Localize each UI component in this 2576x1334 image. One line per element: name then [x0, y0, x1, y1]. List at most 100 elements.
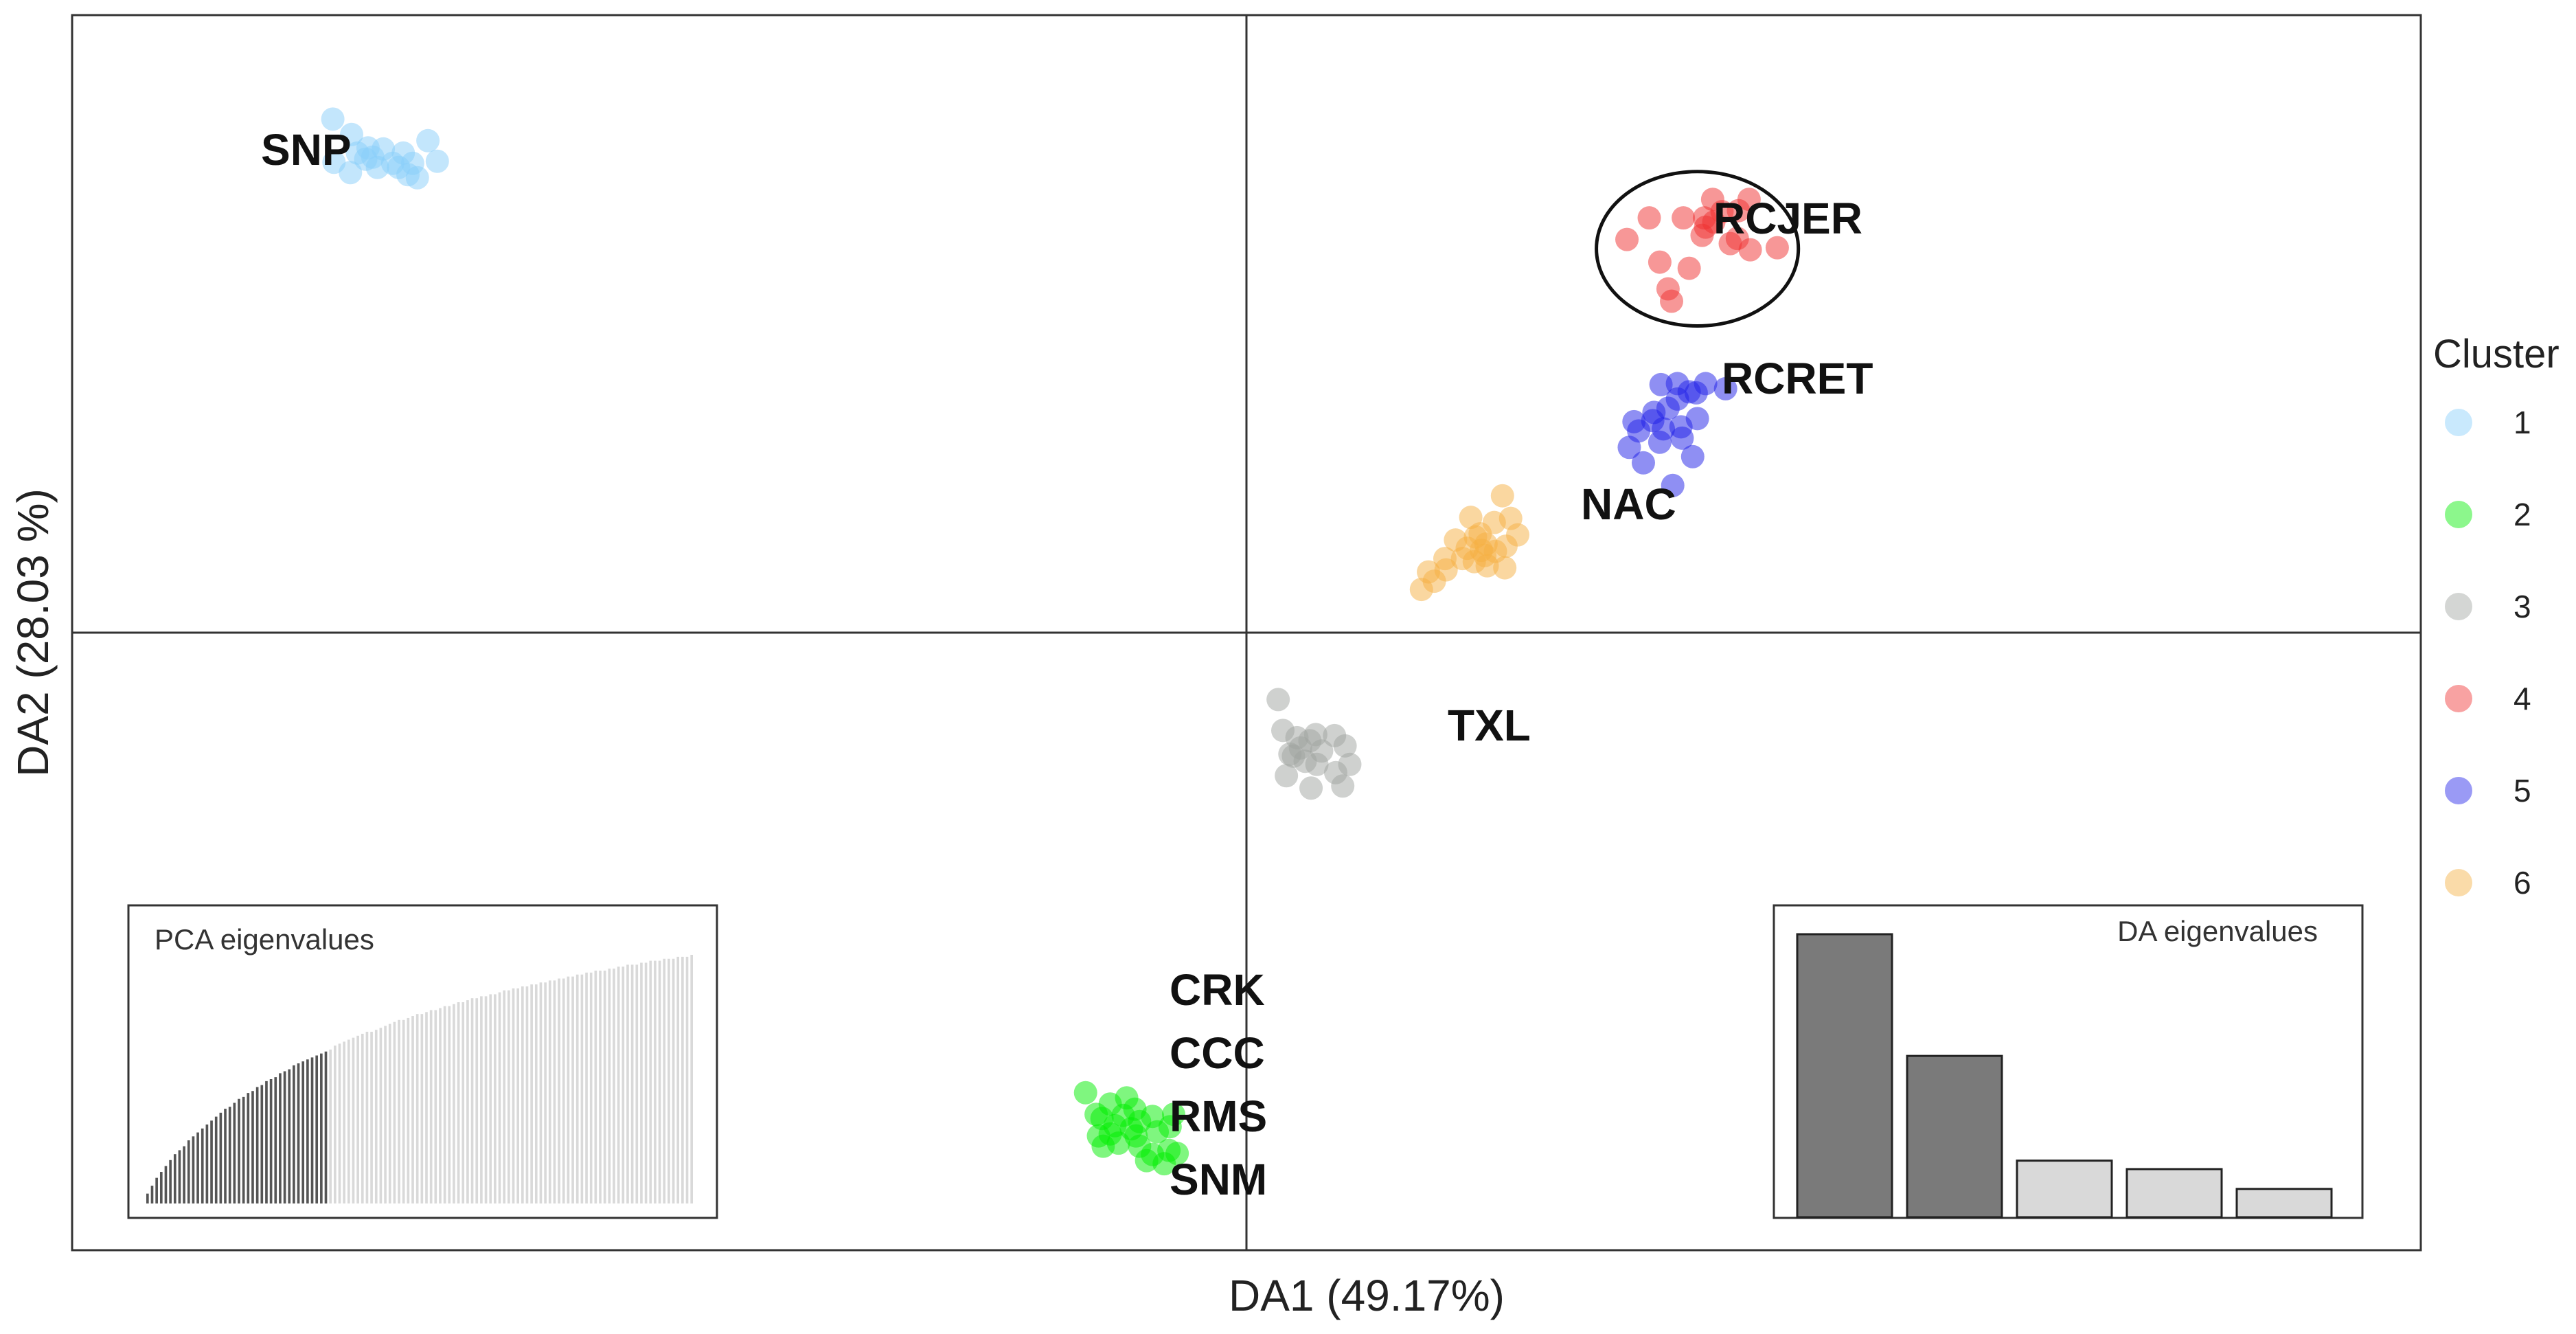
- pca-eigenvalue-bar: [640, 962, 643, 1203]
- point-cluster-3: [1281, 744, 1306, 768]
- pca-eigenvalue-bar: [539, 982, 543, 1203]
- y-axis-title: DA2 (28.03 %): [8, 488, 58, 777]
- pca-eigenvalue-bar: [265, 1081, 268, 1203]
- pca-eigenvalue-bar: [622, 966, 625, 1203]
- pca-eigenvalue-bar: [558, 978, 560, 1203]
- group-label-nac: NAC: [1581, 479, 1676, 529]
- point-cluster-5: [1648, 430, 1672, 454]
- pca-eigenvalue-bar: [498, 992, 501, 1203]
- point-cluster-3: [1305, 752, 1329, 776]
- point-cluster-1: [387, 155, 411, 179]
- pca-eigenvalue-bar: [439, 1008, 442, 1203]
- pca-eigenvalue-bar: [534, 984, 538, 1203]
- pca-eigenvalue-bar: [233, 1103, 236, 1203]
- pca-eigenvalue-bar: [347, 1039, 350, 1203]
- green-label-line: RMS: [1170, 1092, 1267, 1141]
- point-cluster-3: [1266, 688, 1290, 712]
- green-label-line: CRK: [1170, 965, 1265, 1015]
- green-label-line: SNM: [1170, 1155, 1267, 1204]
- inset-da-bars: [1796, 933, 2333, 1219]
- pca-eigenvalue-bar: [301, 1061, 305, 1203]
- inset-pca-eigenvalues: PCA eigenvalues: [127, 904, 718, 1219]
- pca-eigenvalue-bar: [173, 1154, 176, 1203]
- pca-eigenvalue-bar: [315, 1055, 319, 1203]
- pca-eigenvalue-bar: [159, 1172, 163, 1203]
- pca-eigenvalue-bar: [219, 1112, 223, 1203]
- pca-eigenvalue-bar: [429, 1010, 433, 1203]
- pca-eigenvalue-bar: [352, 1037, 355, 1203]
- pca-eigenvalue-bar: [388, 1024, 391, 1203]
- point-cluster-1: [339, 122, 363, 146]
- pca-eigenvalue-bar: [617, 966, 620, 1203]
- pca-eigenvalue-bar: [494, 994, 497, 1203]
- pca-eigenvalue-bar: [530, 984, 533, 1203]
- pca-eigenvalue-bar: [553, 980, 556, 1203]
- legend-marker: [2445, 869, 2472, 896]
- pca-eigenvalue-bar: [393, 1021, 396, 1203]
- pca-eigenvalue-bar: [654, 960, 657, 1203]
- pca-eigenvalue-bar: [269, 1079, 273, 1203]
- point-cluster-2: [1135, 1149, 1159, 1173]
- pca-eigenvalue-bar: [649, 960, 652, 1203]
- pca-eigenvalue-bar: [247, 1093, 250, 1203]
- point-cluster-5: [1669, 415, 1693, 439]
- point-cluster-3: [1299, 776, 1323, 800]
- point-cluster-6: [1433, 547, 1457, 571]
- point-cluster-2: [1073, 1081, 1097, 1105]
- point-cluster-1: [321, 107, 345, 131]
- scatter-points: [321, 107, 1789, 1176]
- pca-eigenvalue-bar: [562, 978, 565, 1203]
- pca-eigenvalue-bar: [548, 980, 551, 1203]
- pca-eigenvalue-bar: [480, 996, 483, 1203]
- legend-marker: [2445, 685, 2472, 712]
- pca-eigenvalue-bar: [470, 998, 474, 1203]
- pca-eigenvalue-bar: [599, 970, 602, 1203]
- point-cluster-2: [1165, 1142, 1189, 1166]
- point-cluster-1: [416, 128, 440, 152]
- pca-eigenvalue-bar: [411, 1016, 414, 1203]
- pca-eigenvalue-bar: [356, 1035, 359, 1203]
- pca-eigenvalue-bar: [379, 1028, 383, 1203]
- point-cluster-4: [1702, 210, 1726, 234]
- legend-marker: [2445, 501, 2472, 528]
- point-cluster-4: [1725, 227, 1749, 251]
- pca-eigenvalue-bar: [425, 1012, 428, 1203]
- pca-eigenvalue-bar: [457, 1002, 460, 1203]
- pca-eigenvalue-bar: [329, 1049, 332, 1203]
- pca-eigenvalue-bar: [255, 1087, 259, 1203]
- pca-eigenvalue-bar: [690, 955, 694, 1203]
- point-cluster-2: [1084, 1103, 1108, 1127]
- pca-eigenvalue-bar: [214, 1116, 218, 1203]
- point-cluster-3: [1323, 723, 1347, 747]
- pca-eigenvalue-bar: [407, 1017, 410, 1203]
- rcjer-highlight-circle: [1595, 170, 1801, 328]
- pca-eigenvalue-bar: [365, 1032, 369, 1203]
- pca-eigenvalue-bar: [658, 960, 661, 1203]
- point-cluster-6: [1473, 543, 1497, 567]
- pca-eigenvalue-bar: [466, 1000, 469, 1203]
- point-cluster-5: [1661, 473, 1685, 497]
- da-eigenvalue-bar: [2235, 1188, 2333, 1219]
- pca-eigenvalue-bar: [274, 1077, 277, 1203]
- pca-eigenvalue-bar: [178, 1150, 181, 1203]
- pca-eigenvalue-bar: [310, 1057, 314, 1203]
- pca-eigenvalue-bar: [164, 1166, 168, 1203]
- pca-eigenvalue-bar: [196, 1132, 199, 1203]
- pca-eigenvalue-bar: [146, 1193, 149, 1203]
- point-cluster-5: [1677, 380, 1701, 404]
- pca-eigenvalue-bar: [608, 969, 611, 1203]
- legend-marker: [2445, 593, 2472, 620]
- point-cluster-5: [1680, 444, 1705, 468]
- pca-eigenvalue-bar: [635, 964, 639, 1203]
- point-cluster-4: [1672, 206, 1696, 230]
- da-eigenvalue-bar: [1906, 1054, 2003, 1219]
- point-cluster-5: [1631, 451, 1655, 475]
- pca-eigenvalue-bar: [461, 1002, 465, 1203]
- da-eigenvalue-bar: [1796, 933, 1893, 1219]
- group-label-snp: SNP: [261, 125, 352, 174]
- pca-eigenvalue-bar: [384, 1026, 387, 1203]
- inset-da-title: DA eigenvalues: [2117, 915, 2318, 947]
- group-label-txl: TXL: [1448, 701, 1531, 750]
- pca-eigenvalue-bar: [521, 986, 524, 1203]
